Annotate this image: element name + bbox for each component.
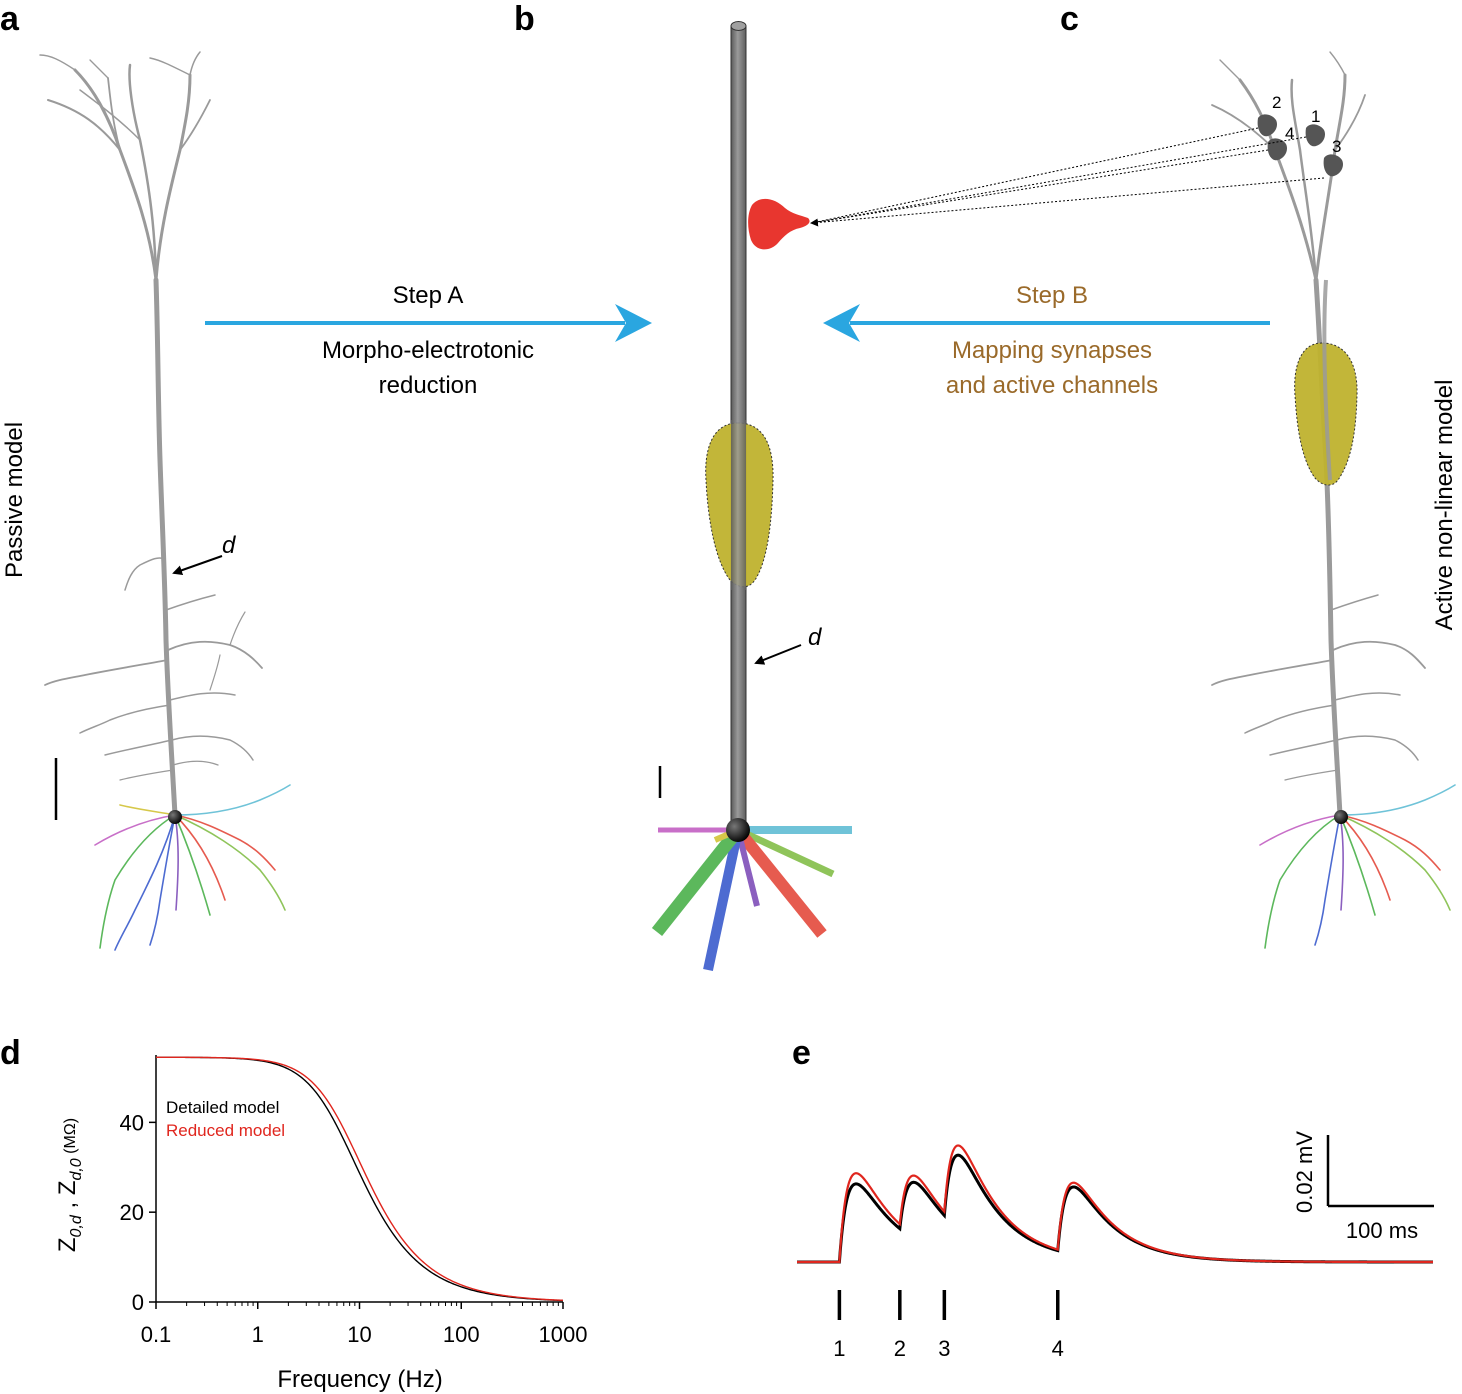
synapse-label-4: 4	[1285, 124, 1294, 143]
legend-detailed-model: Detailed model	[166, 1098, 279, 1117]
reduced-model-line	[156, 1056, 564, 1301]
chart-d-axes: 0.1 1 10 100 1000 0 20 40	[120, 1055, 588, 1347]
chart-e-series	[797, 1144, 1433, 1264]
step-b-desc-line-1: Mapping synapses	[952, 337, 1152, 364]
step-b-desc-line-2: and active channels	[946, 372, 1158, 399]
ylabel-unit: (MΩ)	[62, 1118, 79, 1158]
neuron-morphology-passive: d	[39, 51, 291, 951]
d-marker-b: d	[808, 624, 822, 651]
passive-model-label: Passive model	[1, 422, 28, 578]
scale-bar-y-label: 0.02 mV	[1292, 1131, 1317, 1213]
synapse-label-3: 3	[1332, 137, 1341, 156]
step-a-desc-line-2: reduction	[379, 372, 478, 399]
neuron-morphology-active: 2 4 1 3	[810, 51, 1456, 949]
chart-d-xlabel: Frequency (Hz)	[277, 1366, 442, 1393]
synapse-label-2: 2	[1272, 93, 1281, 112]
panel-e-letter: e	[792, 1034, 811, 1072]
d-arrow-a	[172, 555, 223, 576]
x-tick-label: 100	[443, 1322, 480, 1347]
stimulus-label: 1	[833, 1336, 845, 1361]
reduced-model-trace	[797, 1144, 1433, 1264]
synapse-label-1: 1	[1311, 107, 1320, 126]
chart-e-stimuli: 1 2 3 4	[833, 1290, 1064, 1361]
apical-tree	[39, 51, 263, 818]
presynaptic-terminals	[1257, 114, 1344, 177]
red-synapse	[748, 198, 810, 250]
d-marker-a: d	[222, 532, 236, 559]
chart-e-scale-bar: 0.02 mV 100 ms	[1292, 1131, 1434, 1243]
chart-epsp: 1 2 3 4 0.02 mV 100 ms	[797, 1131, 1434, 1361]
ylabel-z2: , Z	[54, 1181, 81, 1216]
reduced-neuron: d	[651, 21, 852, 972]
stimulus-label: 3	[938, 1336, 950, 1361]
stimulus-label: 2	[894, 1336, 906, 1361]
soma-a	[168, 810, 182, 824]
step-b-arrow	[823, 304, 1270, 342]
panel-b-letter: b	[514, 0, 535, 38]
detailed-model-trace	[797, 1153, 1433, 1264]
x-tick-label: 0.1	[141, 1322, 172, 1347]
ylabel-sub-d0: d,0	[68, 1158, 85, 1180]
chart-d-ylabel: Z0,d , Zd,0 (MΩ)	[54, 1118, 85, 1252]
panel-a-letter: a	[0, 0, 20, 38]
detailed-model-line	[156, 1056, 564, 1302]
soma-b	[726, 818, 750, 842]
d-arrow-b	[754, 644, 802, 665]
step-a-arrow	[205, 304, 652, 342]
basal-tree	[94, 784, 291, 951]
ylabel-sub-0d: 0,d	[68, 1214, 85, 1237]
step-a-label: Step A	[393, 282, 464, 309]
y-tick-label: 40	[120, 1110, 144, 1135]
chart-impedance: 0.1 1 10 100 1000 0 20 40 Detailed model Reduce…	[54, 1055, 587, 1393]
y-tick-label: 20	[120, 1200, 144, 1225]
x-tick-label: 1000	[539, 1322, 588, 1347]
panel-d-letter: d	[0, 1034, 21, 1072]
presynaptic-terminal-3	[1323, 154, 1344, 177]
synapse-mapping-lines	[810, 127, 1325, 227]
y-tick-label: 0	[132, 1290, 144, 1315]
presynaptic-terminal-4	[1267, 138, 1288, 161]
chart-d-series	[156, 1056, 564, 1302]
basal-cylinders	[651, 825, 852, 972]
x-tick-label: 10	[347, 1322, 371, 1347]
stimulus-label: 4	[1052, 1336, 1064, 1361]
presynaptic-terminal-2	[1257, 114, 1278, 137]
soma-c	[1334, 810, 1348, 824]
panel-c-letter: c	[1060, 0, 1079, 38]
step-b-label: Step B	[1016, 282, 1088, 309]
legend-reduced-model: Reduced model	[166, 1121, 285, 1140]
scale-bar-x-label: 100 ms	[1346, 1218, 1418, 1243]
active-model-label: Active non-linear model	[1431, 380, 1458, 631]
presynaptic-terminal-1	[1305, 124, 1326, 147]
ylabel-z1: Z	[54, 1237, 81, 1252]
x-tick-label: 1	[252, 1322, 264, 1347]
step-a-desc-line-1: Morpho-electrotonic	[322, 337, 534, 364]
